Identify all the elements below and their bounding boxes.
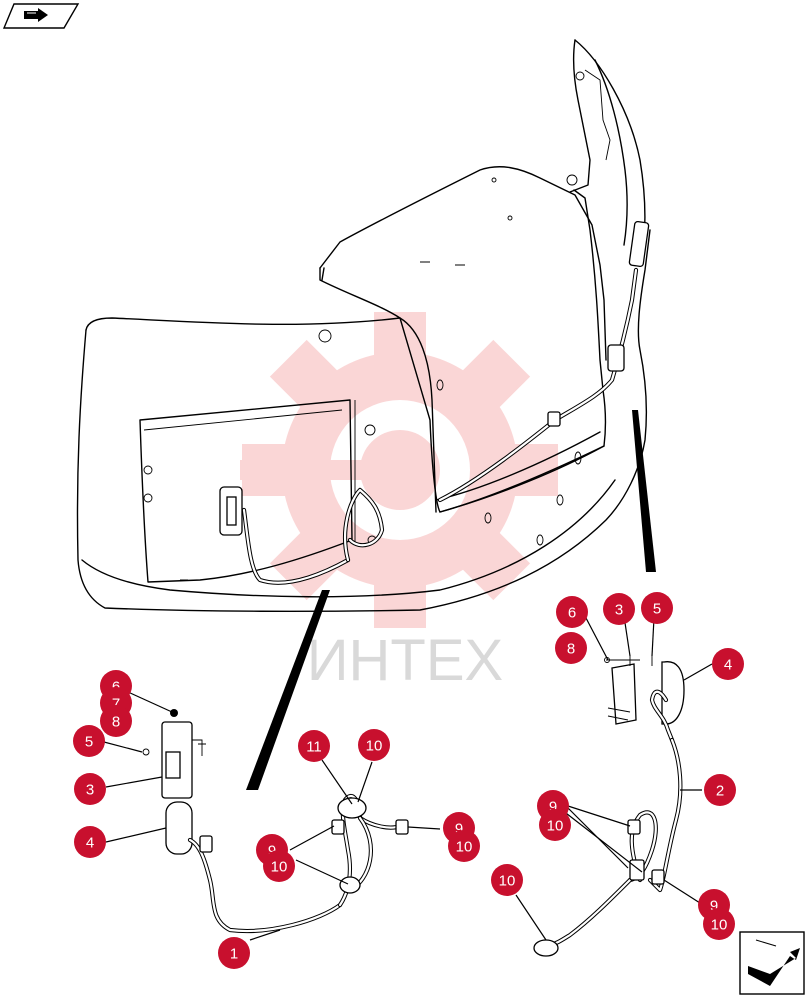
callout-4-right[interactable]: 4 xyxy=(712,648,744,680)
svg-text:10: 10 xyxy=(271,859,288,876)
svg-text:8: 8 xyxy=(567,641,575,658)
callout-10-f[interactable]: 10 xyxy=(703,908,735,940)
svg-text:3: 3 xyxy=(615,602,623,619)
svg-text:5: 5 xyxy=(653,601,661,618)
svg-text:10: 10 xyxy=(499,873,516,890)
callout-1[interactable]: 1 xyxy=(218,937,250,969)
svg-text:10: 10 xyxy=(456,839,473,856)
callout-5-right[interactable]: 5 xyxy=(641,592,673,624)
svg-text:4: 4 xyxy=(724,657,732,674)
svg-text:10: 10 xyxy=(366,738,383,755)
callout-3-left[interactable]: 3 xyxy=(74,773,106,805)
detail-pointer-right xyxy=(632,410,656,572)
callout-6-right[interactable]: 6 xyxy=(556,596,588,628)
svg-text:9: 9 xyxy=(268,843,276,860)
callouts: 1 2 3 4 5 6 7 8 3 4 5 6 8 9 9 9 9 10 10 … xyxy=(73,592,744,969)
svg-text:4: 4 xyxy=(86,835,94,852)
watermark-text: ИНТЕХ xyxy=(307,628,503,693)
callout-10-b[interactable]: 10 xyxy=(448,830,480,862)
svg-text:1: 1 xyxy=(230,946,238,963)
callout-5-left[interactable]: 5 xyxy=(73,725,105,757)
detail-pointer-left xyxy=(246,590,330,790)
callout-10-c[interactable]: 10 xyxy=(263,850,295,882)
svg-text:9: 9 xyxy=(455,821,463,838)
bumper-assembly xyxy=(76,39,651,613)
svg-text:3: 3 xyxy=(86,782,94,799)
callout-4-left[interactable]: 4 xyxy=(74,826,106,858)
svg-text:9: 9 xyxy=(549,799,557,816)
back-arrow-icon[interactable] xyxy=(2,3,80,29)
svg-text:6: 6 xyxy=(568,605,576,622)
lamp-assembly-left xyxy=(142,709,206,855)
bumper-side-marker-right xyxy=(628,220,650,268)
svg-text:5: 5 xyxy=(85,734,93,751)
callout-10-e[interactable]: 10 xyxy=(491,864,523,896)
svg-text:9: 9 xyxy=(710,898,718,915)
bumper-license-light-left xyxy=(219,486,243,536)
lamp-assembly-right xyxy=(604,655,685,725)
svg-text:8: 8 xyxy=(112,714,120,731)
callout-8-right[interactable]: 8 xyxy=(555,632,587,664)
next-page-arrow-icon[interactable] xyxy=(739,931,805,995)
callout-10-d[interactable]: 10 xyxy=(539,809,571,841)
svg-text:10: 10 xyxy=(711,917,728,934)
svg-text:11: 11 xyxy=(306,739,322,756)
leader-lines xyxy=(103,615,713,941)
svg-text:10: 10 xyxy=(547,818,564,835)
callout-3-right[interactable]: 3 xyxy=(603,593,635,625)
svg-text:7: 7 xyxy=(112,696,120,713)
callout-10-a[interactable]: 10 xyxy=(358,729,390,761)
svg-text:2: 2 xyxy=(716,783,724,800)
callout-11[interactable]: 11 xyxy=(298,730,330,762)
callout-8-left[interactable]: 8 xyxy=(100,705,132,737)
callout-2[interactable]: 2 xyxy=(704,774,736,806)
